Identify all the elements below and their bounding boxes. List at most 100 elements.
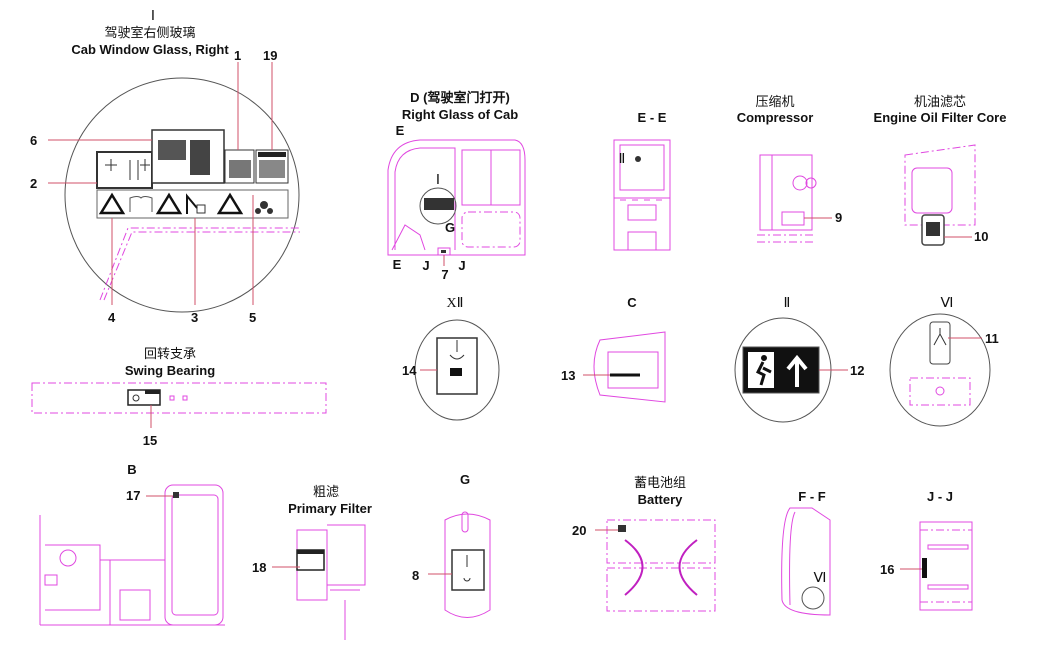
view-title-cn: 压缩机 — [755, 94, 794, 109]
tap-icon — [450, 368, 462, 376]
callout-9: 9 — [835, 210, 842, 225]
callout-10: 10 — [974, 229, 988, 244]
view-title: Ⅵ — [941, 296, 954, 311]
view-compressor: 压缩机 Compressor 9 — [737, 94, 842, 243]
view-detail-vi: Ⅵ 11 — [889, 296, 999, 427]
view-engine-oil-filter-core: 机油滤芯 Engine Oil Filter Core 10 — [874, 94, 1007, 246]
decal-8 — [451, 549, 485, 591]
callout-16: 16 — [880, 562, 894, 577]
callout-15: 15 — [143, 433, 157, 448]
view-title-en: Engine Oil Filter Core — [874, 110, 1007, 125]
section-mark-e-top: E — [396, 123, 405, 138]
view-section-f-f: F - F Ⅵ — [781, 489, 831, 616]
battery-2 — [606, 567, 716, 612]
decal-9 — [781, 211, 805, 226]
detail-mark-vi: Ⅵ — [814, 571, 827, 586]
callout-5: 5 — [249, 310, 256, 325]
decal-20 — [618, 525, 626, 532]
view-swing-bearing: 回转支承 Swing Bearing 15 — [31, 346, 327, 448]
view-b: B 17 — [39, 462, 225, 626]
warning-triangle-icon — [216, 192, 244, 215]
callout-7: 7 — [441, 267, 448, 282]
view-title-cn: 蓄电池组 — [634, 475, 686, 490]
section-mark-e-bottom: E — [393, 257, 402, 272]
callout-17: 17 — [126, 488, 140, 503]
callout-8: 8 — [412, 568, 419, 583]
fan-hazard-icon — [255, 201, 273, 214]
view-mark-g: G — [445, 220, 455, 235]
detail-circle — [64, 77, 300, 313]
battery-1 — [606, 519, 716, 564]
callout-3: 3 — [191, 310, 198, 325]
callout-18: 18 — [252, 560, 266, 575]
view-title: Ⅱ — [784, 296, 791, 311]
callout-1: 1 — [234, 48, 241, 63]
callout-13: 13 — [561, 368, 575, 383]
view-battery: 蓄电池组 Battery 20 — [572, 475, 716, 612]
section-outline — [919, 521, 973, 611]
view-title-cn: 粗滤 — [313, 484, 339, 499]
decal-16 — [922, 558, 927, 578]
warning-triangle-icon — [98, 192, 126, 215]
filter-outline — [296, 524, 366, 640]
view-title-en: Right Glass of Cab — [402, 107, 518, 122]
view-section-j-j: J - J 16 — [880, 489, 973, 611]
view-title-en: Compressor — [737, 110, 814, 125]
component-outline — [444, 513, 491, 618]
section-mark-j: J — [422, 258, 429, 273]
cab-rear-outline — [164, 484, 224, 626]
detail-mark-ii: Ⅱ — [619, 152, 626, 167]
decal-17 — [173, 492, 179, 498]
view-c: C 13 — [561, 295, 666, 403]
leader-lines — [48, 62, 273, 305]
view-title: G — [460, 472, 470, 487]
view-title-en: Cab Window Glass, Right — [71, 42, 229, 57]
view-title: C — [627, 295, 637, 310]
view-title: J - J — [927, 489, 953, 504]
crush-warning-icon — [155, 192, 183, 215]
view-title-en: Battery — [638, 492, 684, 507]
view-title-cn: 机油滤芯 — [914, 94, 966, 109]
engine-outline — [904, 144, 976, 226]
callout-20: 20 — [572, 523, 586, 538]
view-title-en: Swing Bearing — [125, 363, 215, 378]
section-outline — [781, 507, 831, 616]
callout-12: 12 — [850, 363, 864, 378]
manual-book-icon — [129, 196, 153, 212]
running-person-icon — [755, 355, 772, 386]
detail-mark-i: Ⅰ — [436, 173, 440, 188]
view-title: B — [127, 462, 136, 477]
view-title-cn: 回转支承 — [144, 346, 196, 361]
view-section-e-e: E - E Ⅱ — [613, 110, 671, 251]
component-outline — [593, 331, 666, 403]
view-g: G 8 — [412, 472, 491, 618]
callout-6: 6 — [30, 133, 37, 148]
decal-11 — [929, 321, 951, 365]
view-mark: Ⅰ — [151, 9, 155, 24]
boom-hazard-icon — [186, 193, 206, 214]
cab-outline — [387, 139, 526, 256]
detail-circle — [414, 319, 500, 421]
detail-circle-i — [419, 187, 457, 225]
battery-cable — [678, 539, 698, 596]
view-title: E - E — [638, 110, 667, 125]
view-detail-ii: Ⅱ 12 — [734, 296, 864, 423]
view-title: F - F — [798, 489, 825, 504]
view-right-glass-of-cab: D (驾驶室门打开) Right Glass of Cab E Ⅰ G E J … — [387, 90, 526, 282]
view-title-en: Primary Filter — [288, 501, 372, 516]
battery-cable — [624, 539, 644, 596]
callout-14: 14 — [402, 363, 417, 378]
callout-4: 4 — [108, 310, 116, 325]
callout-2: 2 — [30, 176, 37, 191]
machine-body — [39, 515, 225, 626]
bearing-outline — [31, 382, 327, 414]
view-primary-filter: 粗滤 Primary Filter 18 — [252, 484, 372, 640]
decal-2 — [96, 151, 153, 189]
arrow-up-icon — [786, 354, 808, 387]
window-frame — [99, 227, 300, 301]
view-title-cn: D (驾驶室门打开) — [410, 90, 510, 105]
callout-11: 11 — [985, 331, 999, 346]
detail-circle — [889, 313, 991, 427]
